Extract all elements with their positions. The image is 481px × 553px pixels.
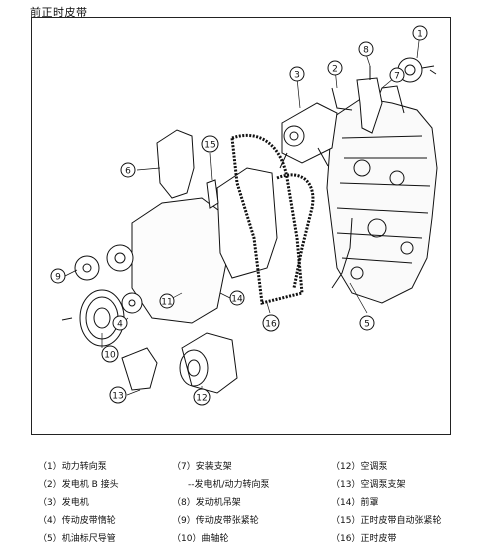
dipstick-guide <box>331 217 353 289</box>
timing-case <box>131 167 278 324</box>
svg-text:4: 4 <box>117 320 123 330</box>
page-title: 前正时皮带 <box>30 6 88 19</box>
callout-7: 7 <box>389 67 405 83</box>
svg-text:9: 9 <box>55 273 61 283</box>
timing-belt <box>230 133 315 305</box>
legend-item: （14）前罩 <box>331 498 379 508</box>
ac-compressor <box>179 332 238 394</box>
svg-text:10: 10 <box>104 351 116 361</box>
svg-text:11: 11 <box>161 298 172 308</box>
legend-item: （2）发电机 B 接头 <box>38 480 119 490</box>
callout-8: 8 <box>358 41 374 57</box>
alternator-b-terminal <box>331 87 353 111</box>
callout-6: 6 <box>120 162 136 178</box>
legend-item: （7）安装支架 <box>172 462 232 472</box>
callout-16: 16 <box>262 314 280 332</box>
exploded-diagram-frame: 1 2 3 4 5 6 7 8 9 10 11 12 13 14 15 16 <box>31 17 451 435</box>
svg-text:6: 6 <box>125 167 131 177</box>
legend-item: （4）传动皮带惰轮 <box>38 516 116 526</box>
power-steering-pump <box>397 57 437 83</box>
legend-item: （13）空调泵支架 <box>331 480 406 490</box>
legend-item: （12）空调泵 <box>331 462 388 472</box>
callout-14: 14 <box>229 290 245 306</box>
callout-1: 1 <box>412 25 428 41</box>
exploded-diagram: 1 2 3 4 5 6 7 8 9 10 11 12 13 14 15 16 <box>50 25 438 406</box>
svg-text:1: 1 <box>417 30 423 40</box>
legend-item: （10）曲轴轮 <box>172 534 229 544</box>
callout-12: 12 <box>193 388 211 406</box>
callout-13: 13 <box>109 386 127 404</box>
svg-text:7: 7 <box>394 72 400 82</box>
legend-item: （8）发动机吊架 <box>172 498 241 508</box>
front-cover <box>156 129 195 199</box>
ac-bracket <box>121 347 158 391</box>
svg-text:3: 3 <box>294 71 300 81</box>
svg-text:5: 5 <box>364 320 370 330</box>
belt-pulleys <box>74 244 143 314</box>
engine-block <box>326 85 438 304</box>
legend-item: （5）机油标尺导管 <box>38 534 116 544</box>
alternator <box>279 102 338 169</box>
auto-tensioner <box>206 179 219 209</box>
callout-10: 10 <box>101 345 119 363</box>
mounting-bracket <box>356 66 383 134</box>
callout-3: 3 <box>289 66 305 82</box>
svg-text:14: 14 <box>231 295 243 305</box>
svg-text:8: 8 <box>363 46 369 56</box>
svg-text:15: 15 <box>204 141 215 151</box>
svg-text:16: 16 <box>265 320 277 330</box>
callout-4: 4 <box>112 315 128 331</box>
callout-2: 2 <box>327 60 343 76</box>
legend-item: （3）发电机 <box>38 498 89 508</box>
legend-item: （16）正时皮带 <box>331 534 397 544</box>
legend-item: --发电机/动力转向泵 <box>188 480 270 490</box>
callout-5: 5 <box>359 315 375 331</box>
callout-15: 15 <box>201 135 219 153</box>
callout-9: 9 <box>50 268 66 284</box>
svg-text:12: 12 <box>196 394 207 404</box>
legend-item: （1）动力转向泵 <box>38 462 107 472</box>
legend-item: （15）正时皮带自动张紧轮 <box>331 516 442 526</box>
svg-text:13: 13 <box>112 392 123 402</box>
callout-11: 11 <box>159 293 175 309</box>
svg-text:2: 2 <box>332 65 338 75</box>
legend-item: （9）传动皮带张紧轮 <box>172 516 259 526</box>
